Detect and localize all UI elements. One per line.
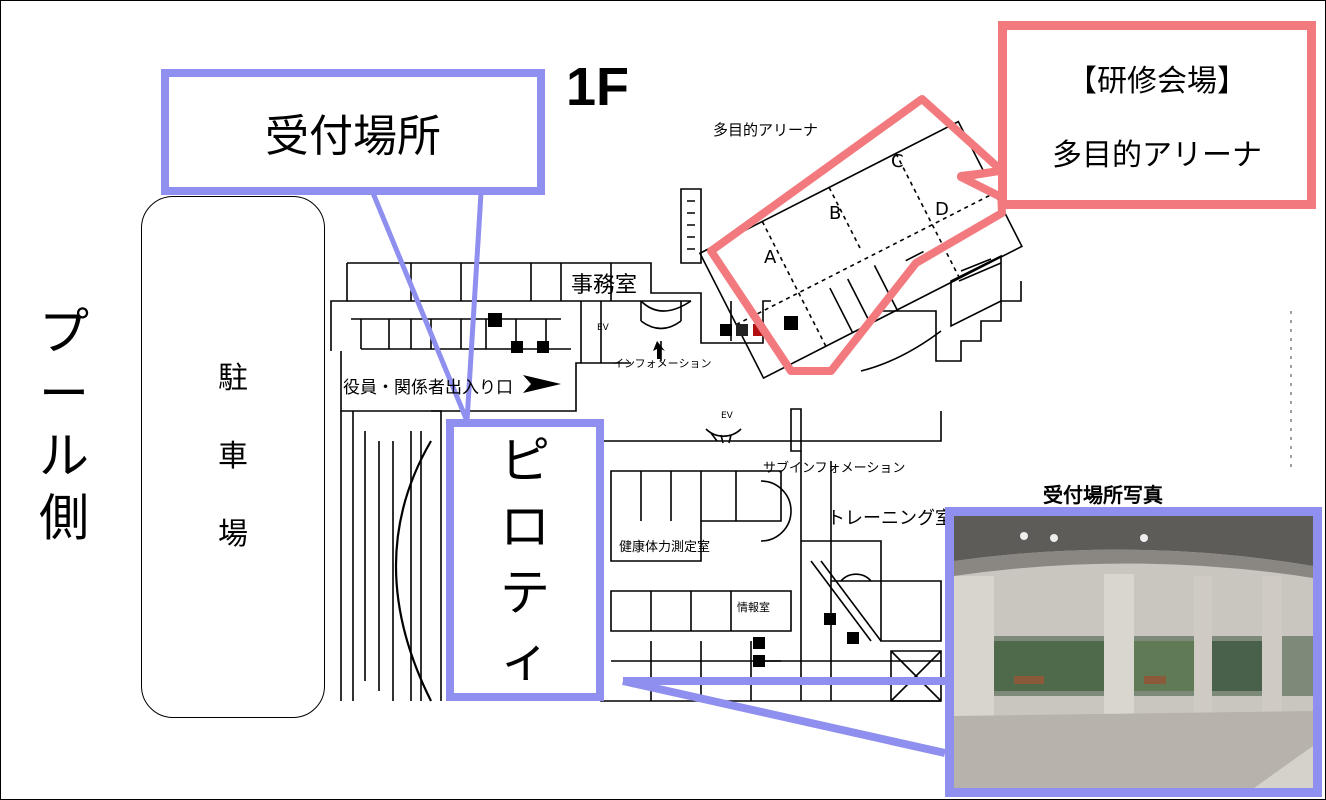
fitness-room-label: 健康体力測定室 [619,540,711,555]
piloti-callout: ピ ロ テ ィ [446,419,604,701]
piloti-char: ロ [500,498,550,556]
pool-side-char: 側 [39,489,89,547]
pool-side-label: プ ー ル 側 [29,301,99,549]
reception-callout-text: 受付場所 [265,111,441,162]
floor-label: 1F [566,57,630,117]
information-label: インフォメーション [613,357,712,370]
parking-char: 車 [218,439,248,474]
venue-callout-tail [957,167,1001,200]
parking-area: 駐 車 場 [141,196,325,718]
pool-side-char: ー [39,365,89,423]
elevator-label: EV [597,323,609,333]
venue-callout-name: 多目的アリーナ [1052,138,1262,173]
court-b-label: B [829,203,842,224]
entrance-label: 役員・関係者出入り口 [343,378,513,398]
venue-callout-title: 【研修会場】 [1067,64,1247,99]
office-label: 事務室 [571,273,638,298]
pool-side-char: プ [39,303,89,361]
arena-outline [698,120,1023,380]
parking-char: 駐 [218,361,248,396]
piloti-char: ィ [500,630,550,688]
arena-map-label: 多目的アリーナ [713,121,819,139]
entrance-arrow-icon [523,375,561,393]
piloti-char: ピ [500,432,550,490]
sub-information-label: サブインフォメーション [763,461,906,476]
reception-photo-image [954,516,1313,788]
elevator-label: EV [721,411,733,421]
court-a-label: A [764,247,777,268]
training-room-label: トレーニング室 [827,508,953,529]
venue-callout: 【研修会場】 多目的アリーナ [998,21,1316,209]
court-d-label: D [935,199,949,220]
info-room-label: 情報室 [737,601,770,614]
photo-connector [622,677,946,757]
office-block-outline [330,262,771,412]
photo-title: 受付場所写真 [1043,483,1163,507]
reception-photo [945,507,1322,797]
court-c-label: C [891,151,904,172]
piloti-char: テ [500,564,550,622]
info-arrow-icon [653,341,665,359]
parking-char: 場 [218,517,248,552]
reception-callout: 受付場所 [161,69,545,195]
pool-side-char: ル [39,427,89,485]
